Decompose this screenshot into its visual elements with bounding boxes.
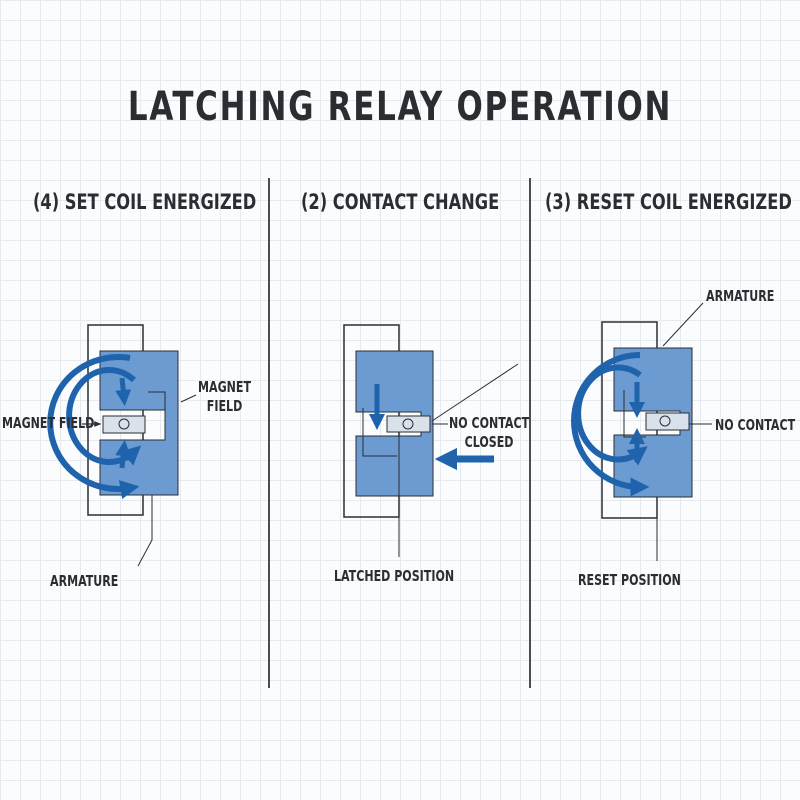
flux-arrow-top <box>115 377 132 406</box>
armature-leader <box>137 495 153 567</box>
flux-line <box>148 391 166 441</box>
panel-2-heading: (2) CONTACT CHANGE <box>301 190 500 214</box>
panel-1-diagram <box>47 324 197 567</box>
contact-armature <box>386 415 431 433</box>
contact-point <box>118 418 130 430</box>
panel-divider-left <box>268 178 270 688</box>
magnet-field-label-left: MAGNET FIELD <box>2 414 95 432</box>
magnet-field-leader-right <box>180 394 197 403</box>
armature-leader <box>662 302 704 347</box>
contact-armature <box>645 412 690 431</box>
contact-leader <box>431 363 519 422</box>
armature-label: ARMATURE <box>706 287 775 305</box>
magnet-field-label-right: MAGNET FIELD <box>198 378 252 415</box>
contact-point <box>659 415 671 427</box>
panel-1-heading: (4) SET COIL ENERGIZED <box>33 190 257 214</box>
no-contact-closed-label: NO CONTACT CLOSED <box>449 414 530 451</box>
panel-divider-right <box>529 178 531 688</box>
reset-position-label: RESET POSITION <box>578 571 681 589</box>
latched-position-label: LATCHED POSITION <box>334 567 455 585</box>
page-title: LATCHING RELAY OPERATION <box>127 84 673 130</box>
armature-label: ARMATURE <box>50 572 119 590</box>
contact-armature <box>102 415 146 434</box>
panel-2-diagram <box>343 324 519 557</box>
flux-arrow-outer <box>47 354 140 500</box>
flux-arrow-inner <box>66 367 142 466</box>
panel-3-diagram <box>571 302 712 561</box>
panel-3-heading: (3) RESET COIL ENERGIZED <box>545 190 792 214</box>
flux-arrow-inner <box>575 364 648 466</box>
no-contact-label: NO CONTACT <box>715 416 796 434</box>
flux-line <box>362 408 397 457</box>
flux-arrow-outer <box>571 352 650 497</box>
flux-arrow-bottom <box>115 440 132 469</box>
contact-point <box>402 418 414 430</box>
